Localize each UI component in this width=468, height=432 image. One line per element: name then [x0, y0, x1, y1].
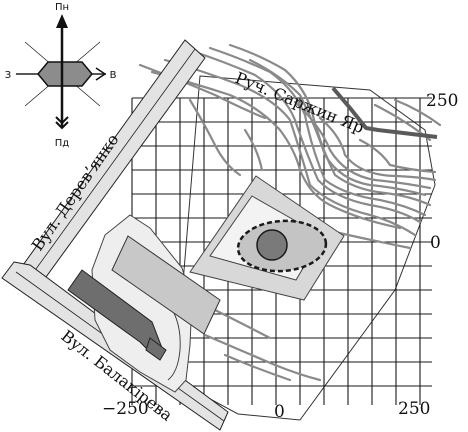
grid-label-y-top: 250 — [426, 91, 458, 111]
proposed-site — [189, 175, 345, 301]
coordinate-grid — [131, 97, 432, 405]
stream-sarzhyn-yar — [331, 86, 438, 139]
existing-complex — [67, 214, 221, 393]
compass-rose — [16, 14, 107, 130]
site-center-circle — [256, 229, 288, 261]
grid-label-x-left: −250 — [102, 399, 149, 419]
compass-south-label: Пд — [55, 138, 70, 149]
grid-label-x-center: 0 — [274, 402, 285, 422]
compass-north-label: Пн — [55, 2, 69, 13]
grid-label-x-right: 250 — [398, 399, 430, 419]
compass-south-chevron — [55, 121, 69, 130]
contour-lines — [138, 43, 442, 382]
grid-label-y-middle: 0 — [430, 233, 441, 253]
compass-west-label: З — [5, 70, 11, 81]
compass-east-label: В — [110, 70, 117, 81]
building-light — [111, 235, 221, 335]
compass-north-arrow — [56, 14, 68, 28]
building-dark-wing — [145, 337, 167, 361]
compass-diamond — [37, 61, 93, 87]
